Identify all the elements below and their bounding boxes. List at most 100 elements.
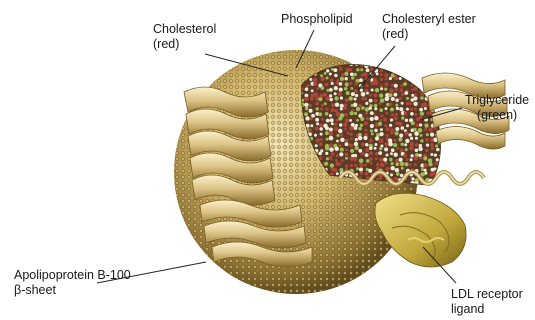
lipid-bead: [354, 142, 358, 146]
lipid-bead: [379, 147, 382, 150]
lipid-bead: [380, 84, 383, 87]
lipid-bead: [380, 98, 385, 103]
lipid-bead: [349, 143, 353, 147]
lipid-bead: [426, 144, 429, 147]
lipid-bead: [441, 164, 444, 167]
lipid-bead: [428, 127, 433, 132]
lipid-bead: [359, 168, 363, 172]
lipid-bead: [336, 140, 339, 143]
lipid-bead: [425, 172, 428, 175]
lipid-bead: [415, 76, 419, 80]
lipid-bead: [420, 112, 424, 116]
lipid-bead: [391, 97, 395, 101]
lipid-bead: [326, 69, 329, 72]
lipid-bead: [424, 68, 429, 73]
lipid-bead: [436, 68, 440, 72]
lipid-bead: [413, 102, 417, 106]
lipid-bead: [345, 157, 348, 160]
lipid-bead: [430, 153, 433, 156]
lipid-bead: [414, 108, 417, 111]
lipid-bead: [345, 139, 349, 143]
lipid-bead: [399, 77, 402, 80]
lipid-bead: [389, 77, 392, 80]
lipid-bead: [430, 189, 433, 192]
lipid-bead: [338, 92, 342, 96]
lipid-bead: [340, 148, 344, 152]
lipid-bead: [379, 119, 382, 122]
lipid-bead: [326, 108, 329, 111]
lipid-bead: [394, 177, 398, 181]
lipid-bead: [345, 142, 349, 146]
lipid-bead: [404, 91, 408, 95]
lipid-bead: [330, 78, 334, 82]
label-cholesterol: Cholesterol (red): [153, 22, 216, 52]
lipid-bead: [430, 173, 434, 177]
lipid-bead: [389, 158, 392, 161]
lipid-bead: [343, 122, 347, 126]
lipid-bead: [324, 162, 328, 166]
lipid-bead: [406, 97, 409, 100]
lipid-bead: [359, 78, 363, 82]
lipid-bead: [326, 89, 329, 92]
lipid-bead: [336, 134, 339, 137]
lipid-bead: [390, 118, 393, 121]
lipid-bead: [354, 126, 358, 130]
lipid-bead: [401, 93, 404, 96]
lipid-bead: [415, 137, 418, 140]
lipid-bead: [324, 72, 327, 75]
lipid-bead: [363, 72, 367, 76]
lipid-bead: [364, 129, 367, 132]
lipid-bead: [349, 119, 352, 122]
lipid-bead: [349, 126, 353, 130]
lipid-bead: [410, 154, 413, 157]
lipid-bead: [409, 102, 412, 105]
lipid-bead: [403, 154, 407, 158]
lipid-bead: [380, 87, 383, 90]
lipid-bead: [399, 158, 403, 162]
lipid-bead: [419, 157, 422, 160]
lipid-bead: [424, 128, 427, 131]
lipid-bead: [419, 64, 423, 68]
lipid-bead: [435, 144, 438, 147]
lipid-bead: [344, 87, 347, 90]
lipid-bead: [315, 118, 319, 122]
lipid-bead: [384, 147, 388, 151]
lipid-bead: [410, 68, 414, 72]
lipid-bead: [376, 73, 379, 76]
lipid-bead: [400, 56, 403, 59]
lipid-bead: [339, 163, 342, 166]
lipid-bead: [360, 57, 364, 61]
lipid-bead: [373, 93, 377, 97]
lipid-bead: [413, 68, 417, 72]
lipid-bead: [368, 57, 372, 61]
label-triglyceride: Triglyceride (green): [465, 93, 529, 123]
lipid-bead: [329, 114, 332, 117]
lipid-bead: [304, 112, 308, 116]
lipid-bead: [363, 136, 367, 140]
lipid-bead: [371, 133, 374, 136]
lipid-bead: [370, 117, 374, 121]
lipid-bead: [390, 152, 393, 155]
lipid-bead: [386, 154, 389, 157]
lipid-bead: [370, 129, 373, 132]
lipid-bead: [346, 91, 350, 95]
lipid-bead: [353, 157, 358, 162]
lipid-bead: [413, 82, 417, 86]
lipid-bead: [383, 158, 387, 162]
lipid-bead: [339, 152, 343, 156]
lipid-bead: [420, 139, 423, 142]
lipid-bead: [304, 97, 308, 101]
lipid-bead: [334, 74, 338, 78]
lipid-bead: [360, 117, 364, 121]
lipid-bead: [329, 94, 332, 97]
lipid-bead: [326, 119, 330, 123]
lipid-bead: [419, 123, 422, 126]
lipid-bead: [409, 60, 412, 63]
lipid-bead: [395, 88, 398, 91]
lipid-bead: [345, 77, 348, 80]
lipid-bead: [385, 107, 388, 110]
lipid-bead: [365, 148, 369, 152]
lipid-bead: [320, 138, 323, 141]
lipid-bead: [349, 96, 353, 100]
lipid-bead: [434, 184, 437, 187]
